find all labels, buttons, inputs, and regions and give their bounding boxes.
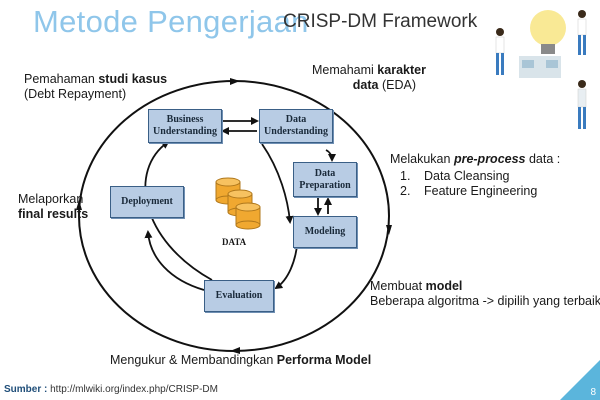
phase-business-understanding: Business Understanding xyxy=(148,109,222,143)
annotation-preprocess: Melakukan pre-process data : 1.Data Clea… xyxy=(390,152,561,198)
phase-data-understanding: Data Understanding xyxy=(259,109,333,143)
outer-arrow-right xyxy=(386,225,392,235)
phase-data-preparation: Data Preparation xyxy=(293,162,357,197)
source-citation: Sumber : http://mlwiki.org/index.php/CRI… xyxy=(4,384,218,395)
page-title: Metode Pengerjaan xyxy=(33,4,309,39)
phase-modeling: Modeling xyxy=(293,216,357,248)
source-link[interactable]: http://mlwiki.org/index.php/CRISP-DM xyxy=(47,384,218,395)
annotation-business: Pemahaman studi kasus (Debt Repayment) xyxy=(24,72,168,101)
phase-evaluation: Evaluation xyxy=(204,280,274,312)
annotation-model: Membuat model Beberapa algoritma -> dipi… xyxy=(370,279,600,308)
annotation-performance: Mengukur & Membandingkan Performa Model xyxy=(110,353,372,367)
preprocess-step: 2.Feature Engineering xyxy=(400,184,538,198)
arrow-inner-right xyxy=(261,143,294,224)
corner-accent xyxy=(560,360,600,400)
arrow-du-dp xyxy=(325,149,336,162)
arrow-eval-dep xyxy=(144,230,205,291)
annotation-report: Melaporkan final results xyxy=(18,192,89,221)
phase-deployment: Deployment xyxy=(110,186,184,218)
people-with-lightbulb-illustration xyxy=(495,10,587,129)
outer-arrow-left xyxy=(76,200,82,210)
preprocess-step: 1.Data Cleansing xyxy=(400,169,510,183)
page-number: 8 xyxy=(590,387,596,398)
outer-arrow-top xyxy=(230,78,240,85)
annotation-eda: Memahami karakter data (EDA) xyxy=(312,63,426,92)
page-subtitle: CRISP-DM Framework xyxy=(283,11,478,32)
data-label: DATA xyxy=(222,237,247,247)
outer-arrow-bottom xyxy=(230,347,240,354)
data-cylinders xyxy=(215,177,261,230)
